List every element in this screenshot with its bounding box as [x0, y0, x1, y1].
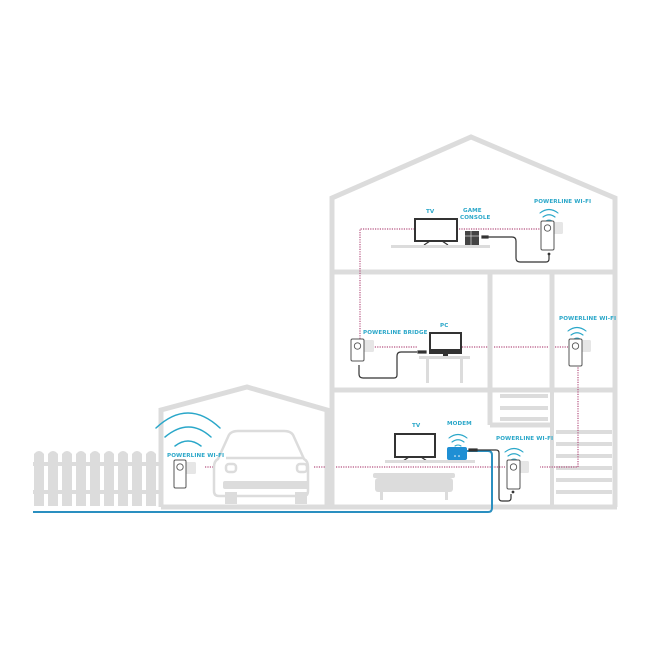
wifi-signal-icon — [155, 412, 221, 447]
powerline-bridge-adapter-icon — [350, 338, 374, 362]
ground-powerline-wifi-adapter-icon — [506, 459, 529, 494]
modem-icon — [447, 447, 467, 460]
game-console-label-line1: GAME — [463, 208, 482, 214]
powerline-electrical-wiring — [205, 228, 579, 468]
top-floor-tv-icon — [391, 218, 490, 248]
top-powerline-wifi-label: POWERLINE WI-FI — [534, 199, 591, 205]
picket-fence — [33, 451, 163, 506]
game-console-label-line2: CONSOLE — [460, 215, 490, 221]
ground-powerline-wifi-label: POWERLINE WI-FI — [496, 436, 553, 442]
sofa — [373, 473, 455, 500]
top-tv-label: TV — [426, 209, 435, 215]
garage-powerline-wifi-label: POWERLINE WI-FI — [167, 453, 224, 459]
internet-cable-line — [33, 450, 493, 513]
middle-powerline-wifi-label: POWERLINE WI-FI — [559, 316, 616, 322]
car — [212, 429, 310, 504]
ground-floor-tv-icon — [385, 433, 475, 463]
ground-tv-label: TV — [412, 423, 421, 429]
pc-monitor-icon — [429, 332, 462, 358]
desk — [419, 356, 470, 383]
wifi-signal-icon — [448, 433, 468, 447]
middle-powerline-wifi-adapter-icon — [568, 338, 591, 367]
top-powerline-wifi-adapter-icon — [540, 220, 563, 256]
wifi-signal-icon — [504, 447, 524, 461]
game-console-icon — [465, 231, 479, 245]
ethernet-cable — [481, 235, 550, 263]
wifi-signal-icon — [567, 326, 587, 340]
ethernet-cable — [468, 448, 512, 502]
garage-structure — [158, 384, 333, 510]
modem-label: MODEM — [447, 421, 472, 427]
ethernet-cable — [358, 350, 427, 379]
wifi-signal-icon — [539, 208, 559, 222]
pc-label: PC — [440, 323, 448, 329]
staircase — [500, 390, 612, 505]
house-structure — [329, 134, 618, 510]
powerline-bridge-label: POWERLINE BRIDGE — [363, 330, 428, 336]
garage-powerline-adapter-icon — [173, 459, 196, 489]
